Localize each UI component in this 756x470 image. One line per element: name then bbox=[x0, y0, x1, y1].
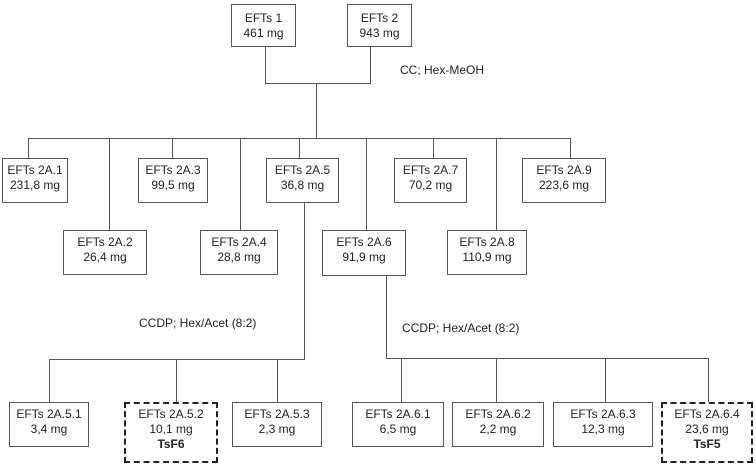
node-mass: 91,9 mg bbox=[342, 250, 386, 264]
connector-drop-2a61 bbox=[401, 358, 402, 402]
node-mass: 110,9 mg bbox=[462, 250, 512, 264]
connector-2a6-bus bbox=[386, 358, 709, 359]
node-mass: 3,4 mg bbox=[30, 422, 68, 436]
node-name: EFTs 2A.5.3 bbox=[244, 407, 310, 421]
connector-trunk bbox=[316, 83, 317, 138]
node-mass: 28,8 mg bbox=[217, 250, 261, 264]
node-name: EFTs 2A.4 bbox=[211, 235, 267, 249]
connector-drop-2a4 bbox=[240, 138, 241, 230]
connector-drop-2a1 bbox=[28, 138, 29, 158]
node-mass: 99,5 mg bbox=[151, 178, 195, 192]
connector-drop-2a2 bbox=[109, 138, 110, 230]
node-name: EFTs 2A.1 bbox=[7, 163, 63, 177]
connector-2a6-down bbox=[386, 276, 387, 359]
node-name: EFTs 2A.2 bbox=[77, 235, 133, 249]
node-efts-1: EFTs 1 461 mg bbox=[231, 4, 296, 47]
node-name: EFTs 2 bbox=[360, 11, 399, 25]
connector-efts1-down bbox=[265, 46, 266, 84]
node-efts-2a63: EFTs 2A.6.3 12,3 mg bbox=[553, 402, 653, 447]
node-mass: 12,3 mg bbox=[581, 422, 625, 436]
connector-drop-2a5 bbox=[299, 138, 300, 158]
node-mass: 2,3 mg bbox=[258, 422, 296, 436]
connector-drop-2a63 bbox=[605, 358, 606, 402]
node-name: EFTs 2A.9 bbox=[536, 163, 592, 177]
node-efts-2a2: EFTs 2A.2 26,4 mg bbox=[63, 230, 147, 275]
node-name: EFTs 1 bbox=[244, 11, 283, 25]
node-efts-2a5: EFTs 2A.5 36,8 mg bbox=[266, 158, 339, 203]
connector-drop-2a52 bbox=[176, 359, 177, 402]
node-name: EFTs 2A.6 bbox=[336, 235, 392, 249]
node-mass: 23,6 mg bbox=[685, 422, 729, 436]
connector-drop-2a64 bbox=[708, 358, 709, 402]
connector-drop-2a8 bbox=[496, 138, 497, 230]
node-efts-2a1: EFTs 2A.1 231,8 mg bbox=[2, 158, 68, 203]
connector-drop-2a6 bbox=[366, 138, 367, 230]
connector-drop-2a62 bbox=[496, 358, 497, 402]
node-mass: 223,6 mg bbox=[538, 178, 590, 192]
node-name: EFTs 2A.6.2 bbox=[465, 407, 531, 421]
node-efts-2a7: EFTs 2A.7 70,2 mg bbox=[394, 158, 467, 203]
node-efts-2a51: EFTs 2A.5.1 3,4 mg bbox=[9, 402, 89, 447]
node-efts-2a62: EFTs 2A.6.2 2,2 mg bbox=[452, 402, 544, 447]
node-name: EFTs 2A.5.2 bbox=[138, 407, 204, 421]
node-name: EFTs 2A.6.4 bbox=[674, 407, 740, 421]
node-mass: 2,2 mg bbox=[479, 422, 517, 436]
node-efts-2a64: EFTs 2A.6.4 23,6 mg TsF5 bbox=[661, 402, 753, 463]
node-efts-2a8: EFTs 2A.8 110,9 mg bbox=[447, 230, 527, 275]
compound-tag: TsF6 bbox=[157, 437, 185, 451]
connector-drop-2a9 bbox=[570, 138, 571, 158]
node-efts-2a52: EFTs 2A.5.2 10,1 mg TsF6 bbox=[124, 402, 218, 463]
node-efts-2a3: EFTs 2A.3 99,5 mg bbox=[138, 158, 208, 203]
node-mass: 26,4 mg bbox=[83, 250, 127, 264]
node-name: EFTs 2A.5.1 bbox=[16, 407, 82, 421]
node-mass: 36,8 mg bbox=[280, 178, 325, 192]
connector-drop-2a3 bbox=[172, 138, 173, 158]
connector-efts2-down bbox=[370, 46, 371, 84]
step1-method-label: CC; Hex-MeOH bbox=[400, 63, 485, 77]
node-name: EFTs 2A.3 bbox=[145, 163, 201, 177]
node-mass: 10,1 mg bbox=[149, 422, 193, 436]
node-efts-2a9: EFTs 2A.9 223,6 mg bbox=[522, 158, 606, 203]
node-mass: 70,2 mg bbox=[408, 178, 453, 192]
node-name: EFTs 2A.6.1 bbox=[365, 407, 431, 421]
node-mass: 943 mg bbox=[359, 26, 400, 40]
node-efts-2: EFTs 2 943 mg bbox=[347, 4, 412, 47]
node-efts-2a53: EFTs 2A.5.3 2,3 mg bbox=[232, 402, 322, 447]
node-efts-2a4: EFTs 2A.4 28,8 mg bbox=[200, 230, 278, 275]
node-name: EFTs 2A.6.3 bbox=[570, 407, 636, 421]
connector-drop-2a53 bbox=[277, 359, 278, 402]
compound-tag: TsF5 bbox=[693, 437, 721, 451]
node-mass: 231,8 mg bbox=[9, 178, 61, 192]
connector-2a5-bus bbox=[49, 359, 305, 360]
node-name: EFTs 2A.8 bbox=[459, 235, 515, 249]
step2-right-method-label: CCDP; Hex/Acet (8:2) bbox=[402, 321, 520, 335]
node-efts-2a61: EFTs 2A.6.1 6,5 mg bbox=[352, 402, 444, 447]
connector-drop-2a7 bbox=[433, 138, 434, 158]
node-efts-2a6: EFTs 2A.6 91,9 mg bbox=[322, 230, 406, 276]
connector-drop-2a51 bbox=[49, 359, 50, 402]
connector-merge bbox=[265, 83, 371, 84]
node-mass: 461 mg bbox=[243, 26, 284, 40]
node-name: EFTs 2A.7 bbox=[402, 163, 459, 177]
step2-left-method-label: CCDP; Hex/Acet (8:2) bbox=[139, 316, 257, 330]
node-name: EFTs 2A.5 bbox=[274, 163, 331, 177]
connector-2a5-down bbox=[304, 203, 305, 359]
node-mass: 6,5 mg bbox=[379, 422, 417, 436]
